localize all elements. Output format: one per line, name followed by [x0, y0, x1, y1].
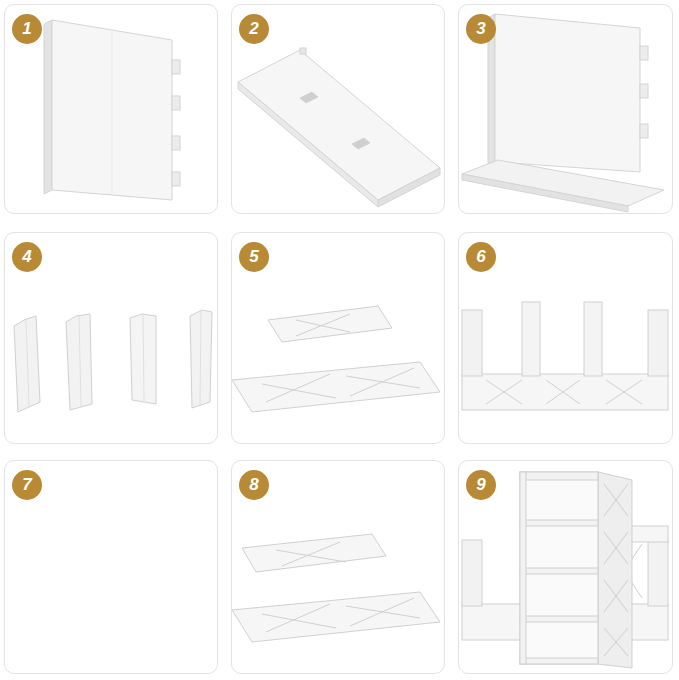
side-board	[112, 30, 113, 195]
base-with-dividers	[486, 380, 522, 404]
step-panel: 5	[231, 232, 445, 444]
base-with-dividers	[648, 310, 668, 376]
board-joint	[462, 14, 664, 212]
finished-shelf	[604, 532, 628, 564]
cross-boards	[262, 384, 336, 398]
base-with-dividers	[546, 380, 580, 404]
divider-pieces	[14, 310, 212, 412]
cross-boards	[276, 550, 346, 562]
finished-shelf	[604, 484, 628, 516]
partial-frame	[462, 540, 482, 606]
side-board	[52, 20, 172, 200]
side-board	[172, 60, 180, 74]
bottom-board	[238, 82, 378, 207]
step-panel: 3	[458, 4, 673, 214]
callout-number: 2	[239, 14, 269, 44]
cross-boards	[266, 604, 330, 632]
callout-number: 9	[466, 470, 496, 500]
cross-boards	[232, 534, 440, 642]
base-with-dividers	[606, 380, 642, 404]
finished-shelf	[520, 472, 598, 480]
step-panel: 2	[231, 4, 445, 214]
finished-shelf	[520, 568, 598, 574]
divider-pieces	[79, 316, 81, 406]
divider-pieces	[143, 314, 144, 402]
cross-boards	[268, 306, 392, 342]
finished-shelf	[520, 658, 598, 664]
cross-boards	[282, 542, 340, 566]
finished-shelf	[520, 616, 598, 622]
finished-shelf	[520, 472, 632, 668]
cross-boards	[350, 368, 414, 396]
finished-shelf	[604, 580, 628, 612]
side-board	[172, 136, 180, 150]
bottom-board	[378, 168, 440, 207]
board-joint	[462, 174, 628, 212]
callout-number: 6	[466, 242, 496, 272]
callout-number: 4	[12, 242, 42, 272]
finished-shelf	[604, 628, 628, 656]
step-panel: 1	[4, 4, 218, 214]
side-board	[172, 96, 180, 110]
cross-boards	[266, 374, 330, 402]
base-with-dividers	[606, 380, 642, 404]
base-with-dividers	[462, 374, 668, 410]
finished-shelf	[520, 520, 598, 526]
cross-boards	[296, 314, 350, 336]
bottom-board	[352, 138, 370, 149]
base-with-dividers	[584, 302, 602, 376]
cross-boards	[232, 592, 440, 642]
callout-number: 8	[239, 470, 269, 500]
divider-pieces	[14, 316, 40, 412]
callout-number: 7	[12, 470, 42, 500]
bottom-board	[300, 92, 318, 103]
divider-pieces	[200, 311, 201, 405]
base-with-dividers	[522, 302, 540, 376]
finished-shelf	[520, 472, 598, 664]
cross-boards	[242, 534, 386, 572]
cross-boards	[296, 320, 350, 332]
callout-number: 1	[12, 14, 42, 44]
step-panel: 6	[458, 232, 673, 444]
step-panel: 9	[458, 460, 673, 674]
finished-shelf	[604, 484, 628, 516]
cross-boards	[232, 306, 440, 412]
board-joint	[640, 46, 648, 60]
side-board	[44, 20, 180, 200]
callout-number: 3	[466, 14, 496, 44]
finished-shelf	[598, 472, 632, 668]
step-panel: 4	[4, 232, 218, 444]
base-with-dividers	[462, 302, 668, 410]
divider-pieces	[190, 310, 212, 408]
cross-boards	[262, 614, 336, 628]
bottom-board	[238, 50, 440, 200]
step-panel: 7	[4, 460, 218, 674]
board-joint	[640, 124, 648, 138]
divider-pieces	[130, 314, 156, 404]
bottom-board	[300, 48, 306, 54]
finished-shelf	[604, 628, 628, 656]
cross-boards	[232, 362, 440, 412]
base-with-dividers	[462, 310, 482, 376]
divider-pieces	[66, 314, 92, 410]
base-with-dividers	[486, 380, 522, 404]
callout-number: 5	[239, 242, 269, 272]
base-with-dividers	[546, 380, 580, 404]
finished-shelf	[520, 472, 526, 664]
board-joint	[495, 14, 640, 172]
side-board	[172, 172, 180, 186]
cross-boards	[350, 598, 414, 626]
side-board	[44, 20, 52, 194]
board-joint	[640, 84, 648, 98]
bottom-board	[238, 48, 440, 207]
finished-shelf	[604, 580, 628, 612]
partial-frame	[648, 540, 668, 606]
finished-shelf	[604, 532, 628, 564]
step-panel: 8	[231, 460, 445, 674]
divider-pieces	[26, 320, 29, 406]
